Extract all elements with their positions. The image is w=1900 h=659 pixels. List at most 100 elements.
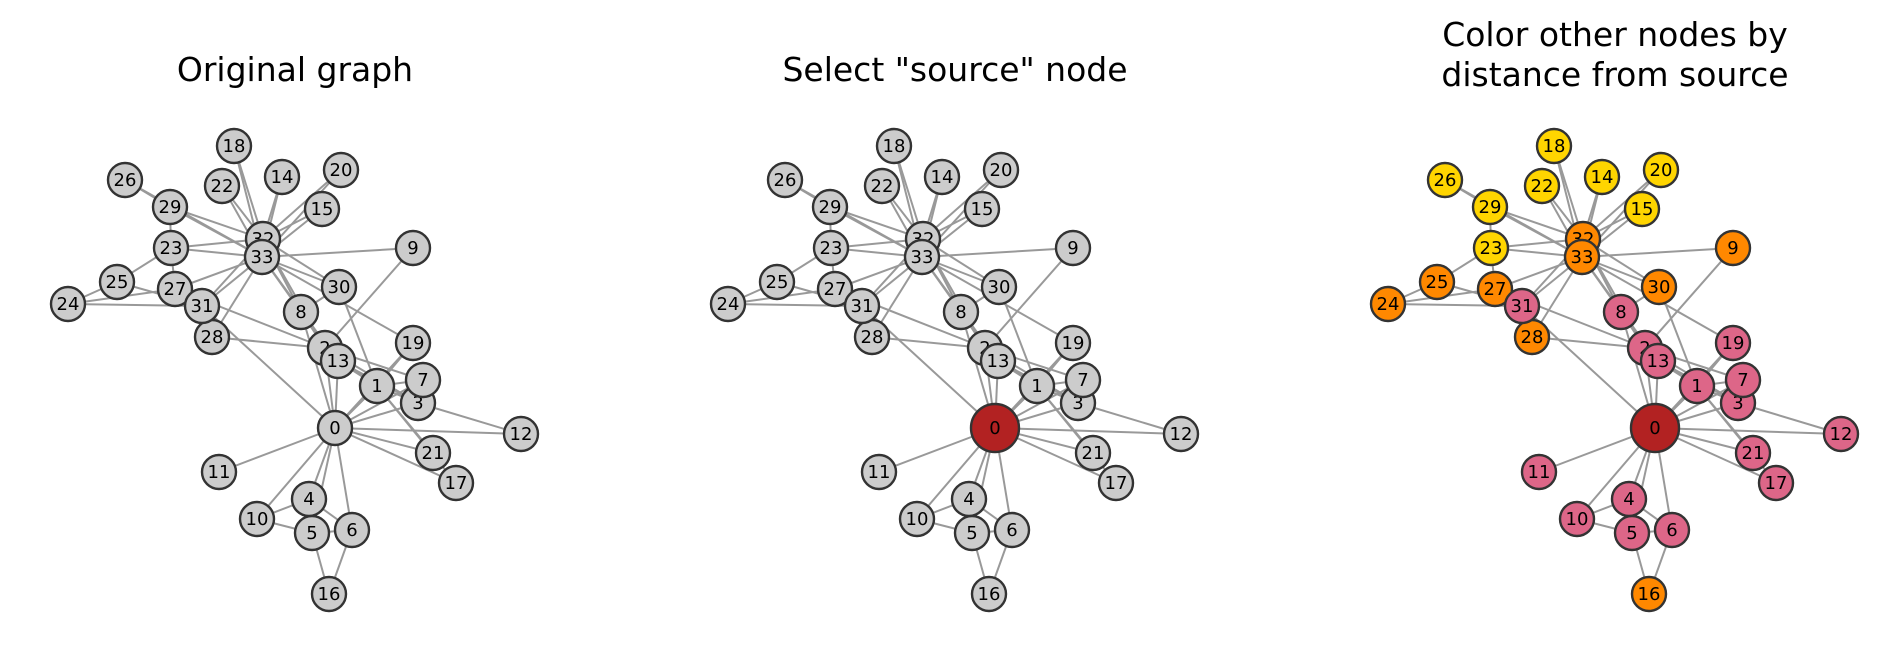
edge-2-9 — [324, 247, 414, 349]
node-label: 9 — [1727, 238, 1738, 259]
node-30: 30 — [980, 268, 1018, 306]
node-label: 27 — [164, 279, 187, 300]
node-20: 20 — [322, 151, 360, 189]
node-circle — [293, 514, 331, 552]
node-label: 0 — [1649, 418, 1660, 439]
node-circle — [1054, 324, 1092, 362]
node-21: 21 — [414, 434, 452, 472]
node-label: 26 — [774, 170, 797, 191]
node-circle — [404, 361, 442, 399]
node-4: 4 — [290, 480, 328, 518]
node-11: 11 — [860, 453, 898, 491]
node-33: 33 — [903, 238, 941, 276]
node-23: 23 — [152, 229, 190, 267]
node-circle — [414, 434, 452, 472]
node-circle — [1563, 238, 1601, 276]
node-label: 17 — [445, 473, 468, 494]
node-circle — [394, 229, 432, 267]
node-5: 5 — [293, 514, 331, 552]
node-0: 0 — [969, 402, 1021, 454]
node-circle — [1757, 464, 1795, 502]
node-label: 23 — [1480, 238, 1503, 259]
edge-0-12 — [334, 427, 522, 435]
node-circle — [1822, 415, 1860, 453]
title-line: distance from source — [1441, 55, 1789, 94]
node-10: 10 — [238, 500, 276, 538]
node-label: 33 — [911, 247, 934, 268]
node-label: 3 — [1732, 393, 1743, 414]
node-9: 9 — [1054, 229, 1092, 267]
node-label: 10 — [246, 509, 269, 530]
node-31: 31 — [1503, 287, 1541, 325]
node-27: 27 — [1476, 270, 1514, 308]
node-label: 6 — [1666, 520, 1677, 541]
node-circle — [394, 324, 432, 362]
node-circle — [1623, 190, 1661, 228]
node-circle — [903, 238, 941, 276]
node-label: 8 — [955, 302, 966, 323]
node-circle — [502, 415, 540, 453]
node-label: 23 — [160, 238, 183, 259]
node-12: 12 — [502, 415, 540, 453]
panel-title-original: Original graph — [15, 50, 575, 90]
node-label: 6 — [1006, 520, 1017, 541]
node-circle — [980, 268, 1018, 306]
node-21: 21 — [1734, 434, 1772, 472]
node-24: 24 — [709, 285, 747, 323]
node-circle — [1064, 361, 1102, 399]
node-25: 25 — [1418, 263, 1456, 301]
node-label: 26 — [1434, 170, 1457, 191]
node-label: 18 — [883, 136, 906, 157]
node-11: 11 — [200, 453, 238, 491]
node-24: 24 — [1369, 285, 1407, 323]
node-label: 4 — [1623, 489, 1634, 510]
node-circle — [98, 263, 136, 301]
node-circle — [320, 268, 358, 306]
node-circle — [263, 158, 301, 196]
node-circle — [812, 229, 850, 267]
node-circle — [1471, 188, 1509, 226]
node-label: 12 — [510, 424, 533, 445]
node-label: 19 — [402, 333, 425, 354]
node-8: 8 — [1602, 293, 1640, 331]
node-label: 19 — [1722, 333, 1745, 354]
node-19: 19 — [1054, 324, 1092, 362]
node-13: 13 — [1639, 342, 1677, 380]
node-circle — [1523, 167, 1561, 205]
node-4: 4 — [1610, 480, 1648, 518]
node-label: 22 — [871, 176, 894, 197]
node-23: 23 — [812, 229, 850, 267]
node-circle — [863, 167, 901, 205]
node-17: 17 — [437, 464, 475, 502]
node-20: 20 — [982, 151, 1020, 189]
node-label: 3 — [1072, 393, 1083, 414]
node-17: 17 — [1757, 464, 1795, 502]
node-22: 22 — [863, 167, 901, 205]
node-circle — [1629, 402, 1681, 454]
edge-0-17 — [334, 427, 457, 484]
node-circle — [993, 511, 1031, 549]
title-line: Select "source" node — [782, 50, 1128, 89]
node-label: 20 — [990, 160, 1013, 181]
node-label: 10 — [906, 509, 929, 530]
node-30: 30 — [1640, 268, 1678, 306]
node-label: 25 — [106, 272, 129, 293]
node-label: 27 — [824, 279, 847, 300]
node-19: 19 — [394, 324, 432, 362]
node-circle — [322, 151, 360, 189]
node-21: 21 — [1074, 434, 1112, 472]
node-label: 23 — [820, 238, 843, 259]
node-13: 13 — [319, 342, 357, 380]
node-circle — [1558, 500, 1596, 538]
node-label: 6 — [346, 520, 357, 541]
node-26: 26 — [766, 161, 804, 199]
node-circle — [898, 500, 936, 538]
node-30: 30 — [320, 268, 358, 306]
node-24: 24 — [49, 285, 87, 323]
edge-2-28 — [211, 336, 326, 349]
node-22: 22 — [1523, 167, 1561, 205]
node-label: 12 — [1170, 424, 1193, 445]
node-label: 19 — [1062, 333, 1085, 354]
node-7: 7 — [1064, 361, 1102, 399]
